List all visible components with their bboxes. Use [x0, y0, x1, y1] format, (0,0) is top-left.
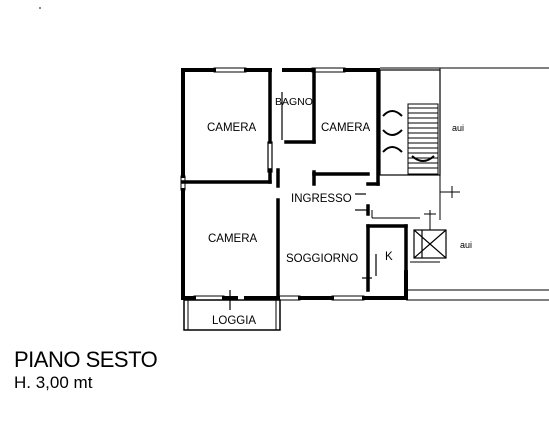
room-label-loggia: LOGGIA	[212, 315, 256, 327]
room-label-bagno: BAGNO	[275, 96, 313, 108]
stair-treads	[408, 107, 438, 169]
door-leaves	[229, 92, 377, 310]
interior-walls	[181, 68, 408, 300]
room-label-camera-top-right: CAMERA	[321, 122, 371, 134]
stair-arcs	[382, 110, 435, 162]
ceiling-height: H. 3,00 mt	[14, 373, 93, 392]
room-label-k: K	[385, 251, 393, 263]
common-area	[371, 175, 549, 301]
outer-walls	[181, 68, 408, 300]
room-label-ingresso: INGRESSO	[291, 193, 352, 205]
stray-mark	[39, 7, 41, 9]
room-label-camera-bottom: CAMERA	[208, 233, 258, 245]
shaft-label-lower: aui	[460, 240, 472, 250]
room-label-soggiorno: SOGGIORNO	[286, 253, 358, 265]
room-label-camera-top-left: CAMERA	[207, 122, 257, 134]
loggia	[183, 299, 281, 331]
staircase	[379, 67, 549, 176]
shaft-label-upper: aui	[452, 123, 464, 133]
windows	[180, 67, 365, 301]
floor-title: PIANO SESTO	[14, 347, 158, 372]
lift-shaft	[413, 229, 447, 259]
